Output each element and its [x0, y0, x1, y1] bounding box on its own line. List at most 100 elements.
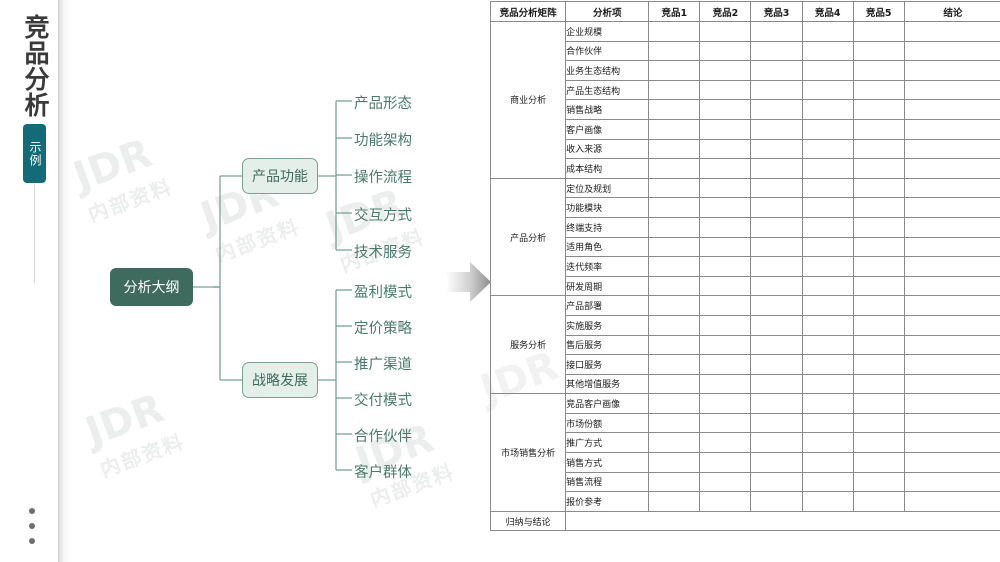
mindmap-branch-strategy[interactable]: 战略发展	[242, 362, 318, 398]
competitor-cell[interactable]	[750, 99, 803, 120]
competitor-cell[interactable]	[699, 471, 752, 493]
competitor-cell[interactable]	[801, 314, 854, 336]
mindmap-leaf[interactable]: 定价策略	[354, 321, 412, 337]
conclusion-cell[interactable]	[903, 275, 1000, 297]
competitor-cell[interactable]	[648, 412, 701, 434]
conclusion-cell[interactable]	[903, 177, 1000, 199]
competitor-cell[interactable]	[648, 118, 701, 140]
mindmap-leaf[interactable]: 客户群体	[354, 465, 412, 481]
competitor-cell[interactable]	[699, 138, 752, 160]
competitor-cell[interactable]	[750, 79, 803, 101]
conclusion-cell[interactable]	[903, 40, 1000, 62]
competitor-cell[interactable]	[648, 432, 701, 454]
conclusion-cell[interactable]	[903, 432, 1000, 454]
competitor-cell[interactable]	[699, 452, 752, 473]
competitor-cell[interactable]	[750, 354, 803, 375]
competitor-cell[interactable]	[699, 118, 752, 140]
competitor-cell[interactable]	[801, 216, 854, 238]
conclusion-cell[interactable]	[903, 334, 1000, 356]
mindmap-leaf[interactable]: 合作伙伴	[354, 429, 412, 445]
competitor-cell[interactable]	[852, 314, 905, 336]
competitor-cell[interactable]	[801, 432, 854, 454]
conclusion-cell[interactable]	[903, 99, 1000, 120]
competitor-cell[interactable]	[750, 21, 803, 42]
competitor-cell[interactable]	[648, 177, 701, 199]
competitor-cell[interactable]	[648, 40, 701, 62]
competitor-cell[interactable]	[852, 40, 905, 62]
competitor-cell[interactable]	[699, 60, 752, 81]
competitor-cell[interactable]	[648, 314, 701, 336]
competitor-cell[interactable]	[648, 295, 701, 316]
mindmap-leaf[interactable]: 操作流程	[354, 170, 412, 186]
competitor-cell[interactable]	[852, 432, 905, 454]
competitor-cell[interactable]	[852, 197, 905, 218]
competitor-cell[interactable]	[801, 471, 854, 493]
competitor-cell[interactable]	[852, 177, 905, 199]
competitor-cell[interactable]	[852, 393, 905, 414]
competitor-cell[interactable]	[801, 393, 854, 414]
conclusion-cell[interactable]	[903, 236, 1000, 258]
competitor-cell[interactable]	[699, 412, 752, 434]
competitor-cell[interactable]	[750, 295, 803, 316]
competitor-cell[interactable]	[852, 118, 905, 140]
competitor-cell[interactable]	[750, 118, 803, 140]
competitor-cell[interactable]	[852, 412, 905, 434]
mindmap-leaf[interactable]: 技术服务	[354, 245, 412, 261]
competitor-cell[interactable]	[801, 79, 854, 101]
competitor-cell[interactable]	[699, 236, 752, 258]
conclusion-cell[interactable]	[903, 118, 1000, 140]
competitor-cell[interactable]	[852, 295, 905, 316]
mindmap-branch-product[interactable]: 产品功能	[242, 158, 318, 194]
competitor-cell[interactable]	[699, 491, 752, 512]
competitor-cell[interactable]	[750, 216, 803, 238]
conclusion-cell[interactable]	[565, 510, 1000, 532]
competitor-cell[interactable]	[699, 40, 752, 62]
competitor-cell[interactable]	[750, 138, 803, 160]
conclusion-cell[interactable]	[903, 158, 1000, 179]
conclusion-cell[interactable]	[903, 412, 1000, 434]
competitor-cell[interactable]	[801, 197, 854, 218]
conclusion-cell[interactable]	[903, 79, 1000, 101]
competitor-cell[interactable]	[852, 452, 905, 473]
competitor-cell[interactable]	[648, 158, 701, 179]
competitor-cell[interactable]	[699, 373, 752, 395]
competitor-cell[interactable]	[648, 334, 701, 356]
competitor-cell[interactable]	[699, 334, 752, 356]
conclusion-cell[interactable]	[903, 21, 1000, 42]
conclusion-cell[interactable]	[903, 491, 1000, 512]
competitor-cell[interactable]	[699, 79, 752, 101]
competitor-cell[interactable]	[750, 177, 803, 199]
conclusion-cell[interactable]	[903, 295, 1000, 316]
mindmap-leaf[interactable]: 推广渠道	[354, 357, 412, 373]
competitor-cell[interactable]	[852, 21, 905, 42]
competitor-cell[interactable]	[801, 334, 854, 356]
competitor-cell[interactable]	[801, 99, 854, 120]
competitor-cell[interactable]	[648, 216, 701, 238]
competitor-cell[interactable]	[750, 432, 803, 454]
competitor-cell[interactable]	[801, 138, 854, 160]
competitor-cell[interactable]	[852, 79, 905, 101]
competitor-cell[interactable]	[801, 354, 854, 375]
competitor-cell[interactable]	[699, 354, 752, 375]
competitor-cell[interactable]	[852, 138, 905, 160]
competitor-cell[interactable]	[699, 256, 752, 277]
mindmap-leaf[interactable]: 交互方式	[354, 208, 412, 224]
competitor-cell[interactable]	[801, 452, 854, 473]
competitor-cell[interactable]	[750, 275, 803, 297]
mindmap-leaf[interactable]: 产品形态	[354, 96, 412, 112]
competitor-cell[interactable]	[750, 334, 803, 356]
competitor-cell[interactable]	[750, 412, 803, 434]
competitor-cell[interactable]	[648, 393, 701, 414]
competitor-cell[interactable]	[648, 79, 701, 101]
conclusion-cell[interactable]	[903, 354, 1000, 375]
conclusion-cell[interactable]	[903, 393, 1000, 414]
competitor-cell[interactable]	[699, 99, 752, 120]
conclusion-cell[interactable]	[903, 452, 1000, 473]
competitor-cell[interactable]	[699, 314, 752, 336]
competitor-cell[interactable]	[852, 491, 905, 512]
competitor-cell[interactable]	[852, 354, 905, 375]
competitor-cell[interactable]	[750, 471, 803, 493]
competitor-cell[interactable]	[801, 177, 854, 199]
competitor-cell[interactable]	[801, 412, 854, 434]
competitor-cell[interactable]	[801, 295, 854, 316]
